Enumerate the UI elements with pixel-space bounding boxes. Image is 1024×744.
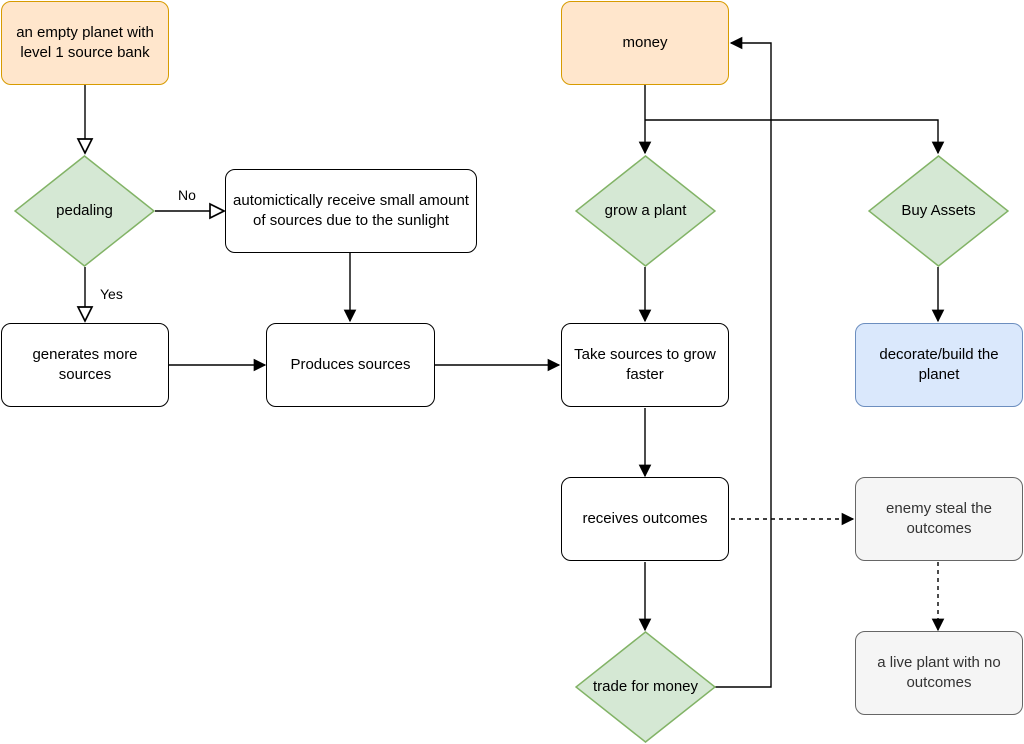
grow-plant-decision-label: grow a plant: [604, 202, 687, 219]
auto-receive-node: automictically receive small amount of s…: [225, 169, 477, 253]
live-plant-node: a live plant with no outcomes: [855, 631, 1023, 715]
generates-node: generates more sources: [1, 323, 169, 407]
receives-outcomes-node: receives outcomes: [561, 477, 729, 561]
receives-outcomes-node-label: receives outcomes: [582, 510, 708, 527]
enemy-steal-node-label: enemy steal the outcomes: [886, 500, 992, 537]
live-plant-node-label: a live plant with no outcomes: [877, 654, 1001, 691]
buy-assets-decision-shape: [868, 155, 1009, 267]
take-sources-node-label: Take sources to grow faster: [574, 346, 716, 383]
trade-decision: trade for money: [575, 631, 716, 743]
generates-node-label: generates more sources: [32, 346, 138, 383]
edge-money-to-buy: [645, 119, 945, 155]
money-node: money: [561, 1, 729, 85]
grow-plant-decision: grow a plant: [575, 155, 716, 267]
start-node: an empty planet with level 1 source bank: [1, 1, 169, 85]
take-sources-node: Take sources to grow faster: [561, 323, 729, 407]
produces-node: Produces sources: [266, 323, 435, 407]
buy-assets-decision: Buy Assets: [868, 155, 1009, 267]
buy-assets-decision-label: Buy Assets: [901, 202, 976, 219]
pedaling-decision-label: pedaling: [56, 202, 113, 219]
edge-label-no: No: [176, 187, 198, 203]
money-node-label: money: [622, 34, 668, 51]
pedaling-decision-shape: [14, 155, 155, 267]
pedaling-decision: pedaling: [14, 155, 155, 267]
edge-label-yes: Yes: [98, 286, 125, 302]
start-node-label: an empty planet with level 1 source bank: [16, 24, 154, 61]
enemy-steal-node: enemy steal the outcomes: [855, 477, 1023, 561]
decorate-node-label: decorate/build the planet: [879, 346, 999, 383]
auto-receive-node-label: automictically receive small amount of s…: [233, 192, 469, 229]
edge-trade-to-money: [715, 36, 772, 688]
trade-decision-label: trade for money: [592, 678, 699, 695]
grow-plant-decision-shape: [575, 155, 716, 267]
decorate-node: decorate/build the planet: [855, 323, 1023, 407]
trade-decision-shape: [575, 631, 716, 743]
produces-node-label: Produces sources: [290, 356, 411, 373]
